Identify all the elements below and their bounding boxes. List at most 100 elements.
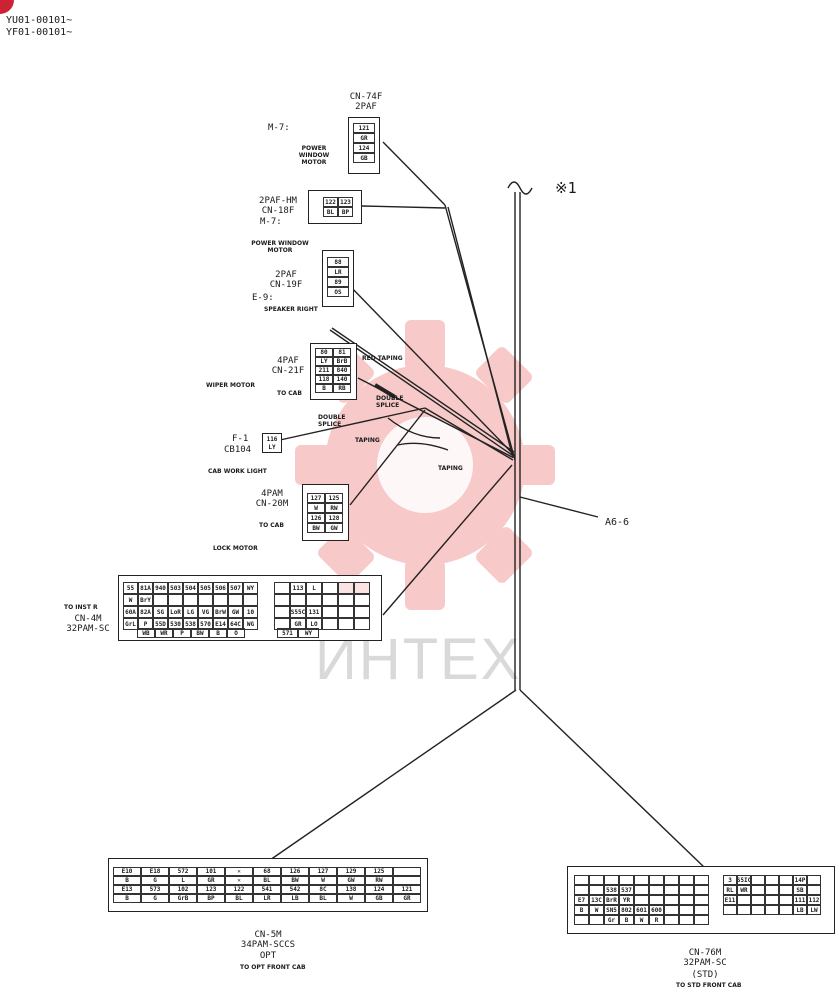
pin-label: [274, 594, 290, 606]
red-taping-label: RED TAPING: [362, 355, 403, 362]
pin-label: 101: [197, 867, 225, 876]
pin-label: [751, 905, 765, 915]
cb104-desc: CAB WORK LIGHT: [208, 468, 267, 475]
pin-label: RW: [365, 876, 393, 885]
pin-label: 121: [393, 885, 421, 894]
pin-label: [765, 895, 779, 905]
pin-label: S5IC: [737, 875, 751, 885]
pin-label: W: [634, 915, 649, 925]
cn5m-opt: OPT: [259, 951, 277, 961]
pin-label: 572: [169, 867, 197, 876]
pin-label: L: [169, 876, 197, 885]
pin-label: GR: [393, 894, 421, 903]
pin-label: RL: [723, 885, 737, 895]
pin-label: 537: [619, 885, 634, 895]
pin-label: GW: [228, 606, 243, 618]
pin-label: [274, 606, 290, 618]
pin-label: [751, 875, 765, 885]
pin-label: B: [209, 628, 227, 638]
taping-label-1: TAPING: [355, 437, 380, 444]
cn4m-left-block: 55 81A 940 503 504 505 506 507 WY W BrY …: [123, 582, 261, 630]
cn5m-desc: TO OPT FRONT CAB: [240, 964, 306, 971]
pin-label: OS: [327, 287, 349, 297]
pin-label: 140: [333, 375, 351, 384]
pin-label: WY: [243, 582, 258, 594]
pin-label: 570: [198, 618, 213, 630]
pin-label: LR: [253, 894, 281, 903]
cn19f-ref: E-9:: [252, 293, 274, 303]
pin-label: [634, 875, 649, 885]
pin-label: 14P: [793, 875, 807, 885]
pin-label: 538: [604, 885, 619, 895]
pin-label: [322, 582, 338, 594]
pin-label: [634, 885, 649, 895]
pin-label: LB: [793, 905, 807, 915]
pin-label: 505: [198, 582, 213, 594]
pin-label: E10: [113, 867, 141, 876]
pin-label: GW: [325, 523, 343, 533]
pin-label: 112: [807, 895, 821, 905]
cn19f-name: CN-19F: [269, 280, 303, 290]
pin-label: W: [123, 594, 138, 606]
pin-label: 125: [365, 867, 393, 876]
pin-label: BW: [281, 876, 309, 885]
cn5m-name: CN-5M: [254, 930, 282, 940]
cn4m-name: CN-4M: [74, 614, 102, 624]
pin-label: 3: [723, 875, 737, 885]
pin-label: WB: [137, 628, 155, 638]
pin-label: [679, 895, 694, 905]
pin-label: [338, 606, 354, 618]
pin-label: 126: [307, 513, 325, 523]
branch-ref-label: A6-6: [605, 517, 630, 528]
pin-label: 127: [307, 493, 325, 503]
cn74f-name: CN-74F: [349, 92, 383, 102]
cn21f-type: 4PAF: [277, 356, 299, 366]
pin-label: BrW: [213, 606, 228, 618]
pin-label: 122: [225, 885, 253, 894]
pin-label: [779, 895, 793, 905]
pin-label: 116: [266, 435, 278, 443]
pin-label: BW: [307, 523, 325, 533]
pin-label: LR: [327, 267, 349, 277]
pin-label: 504: [183, 582, 198, 594]
cn4m-type: 32PAM-SC: [66, 624, 110, 634]
cn18f-ref: M-7:: [260, 217, 282, 227]
pin-label: 89: [327, 277, 349, 287]
pin-label: WY: [298, 628, 319, 638]
pin-label: [679, 875, 694, 885]
pin-label: [589, 915, 604, 925]
pin-label: 940: [153, 582, 168, 594]
pin-label: LY: [268, 443, 276, 451]
pin-label: 118: [315, 375, 333, 384]
pin-label: ✕: [225, 876, 253, 885]
pin-label: RB: [333, 384, 351, 393]
pin-label: [589, 885, 604, 895]
cn74f-type: 2PAF: [355, 102, 377, 112]
pin-label: LY: [315, 357, 333, 366]
pin-label: GrL: [123, 618, 138, 630]
pin-label: GrB: [169, 894, 197, 903]
pin-label: [354, 594, 370, 606]
cn20m-type: 4PAM: [261, 489, 283, 499]
pin-label: [723, 905, 737, 915]
pin-label: 541: [253, 885, 281, 894]
pin-label: [679, 905, 694, 915]
pin-label: [679, 885, 694, 895]
pin-label: LW: [807, 905, 821, 915]
pin-label: [779, 905, 793, 915]
cn76m-name: CN-76M: [688, 948, 722, 958]
pin-label: [679, 915, 694, 925]
cn74f-ref: M-7:: [268, 123, 290, 133]
pin-label: 13C: [589, 895, 604, 905]
cn4m-bottom-right: 571 WY: [277, 628, 319, 638]
pin-label: [664, 875, 679, 885]
pin-label: P: [138, 618, 153, 630]
pin-label: WR: [737, 885, 751, 895]
cn5m-connector: E10 E18 572 101 ✕ 68 126 127 129 125 B G…: [108, 858, 428, 912]
cn20m-sub: TO CAB: [259, 522, 284, 529]
cn76m-std: (STD): [691, 970, 719, 980]
pin-label: [338, 594, 354, 606]
pin-label: B: [619, 915, 634, 925]
pin-label: G: [141, 894, 169, 903]
cn20m-connector: 127 125 W RW 126 128 BW GW: [302, 484, 349, 541]
